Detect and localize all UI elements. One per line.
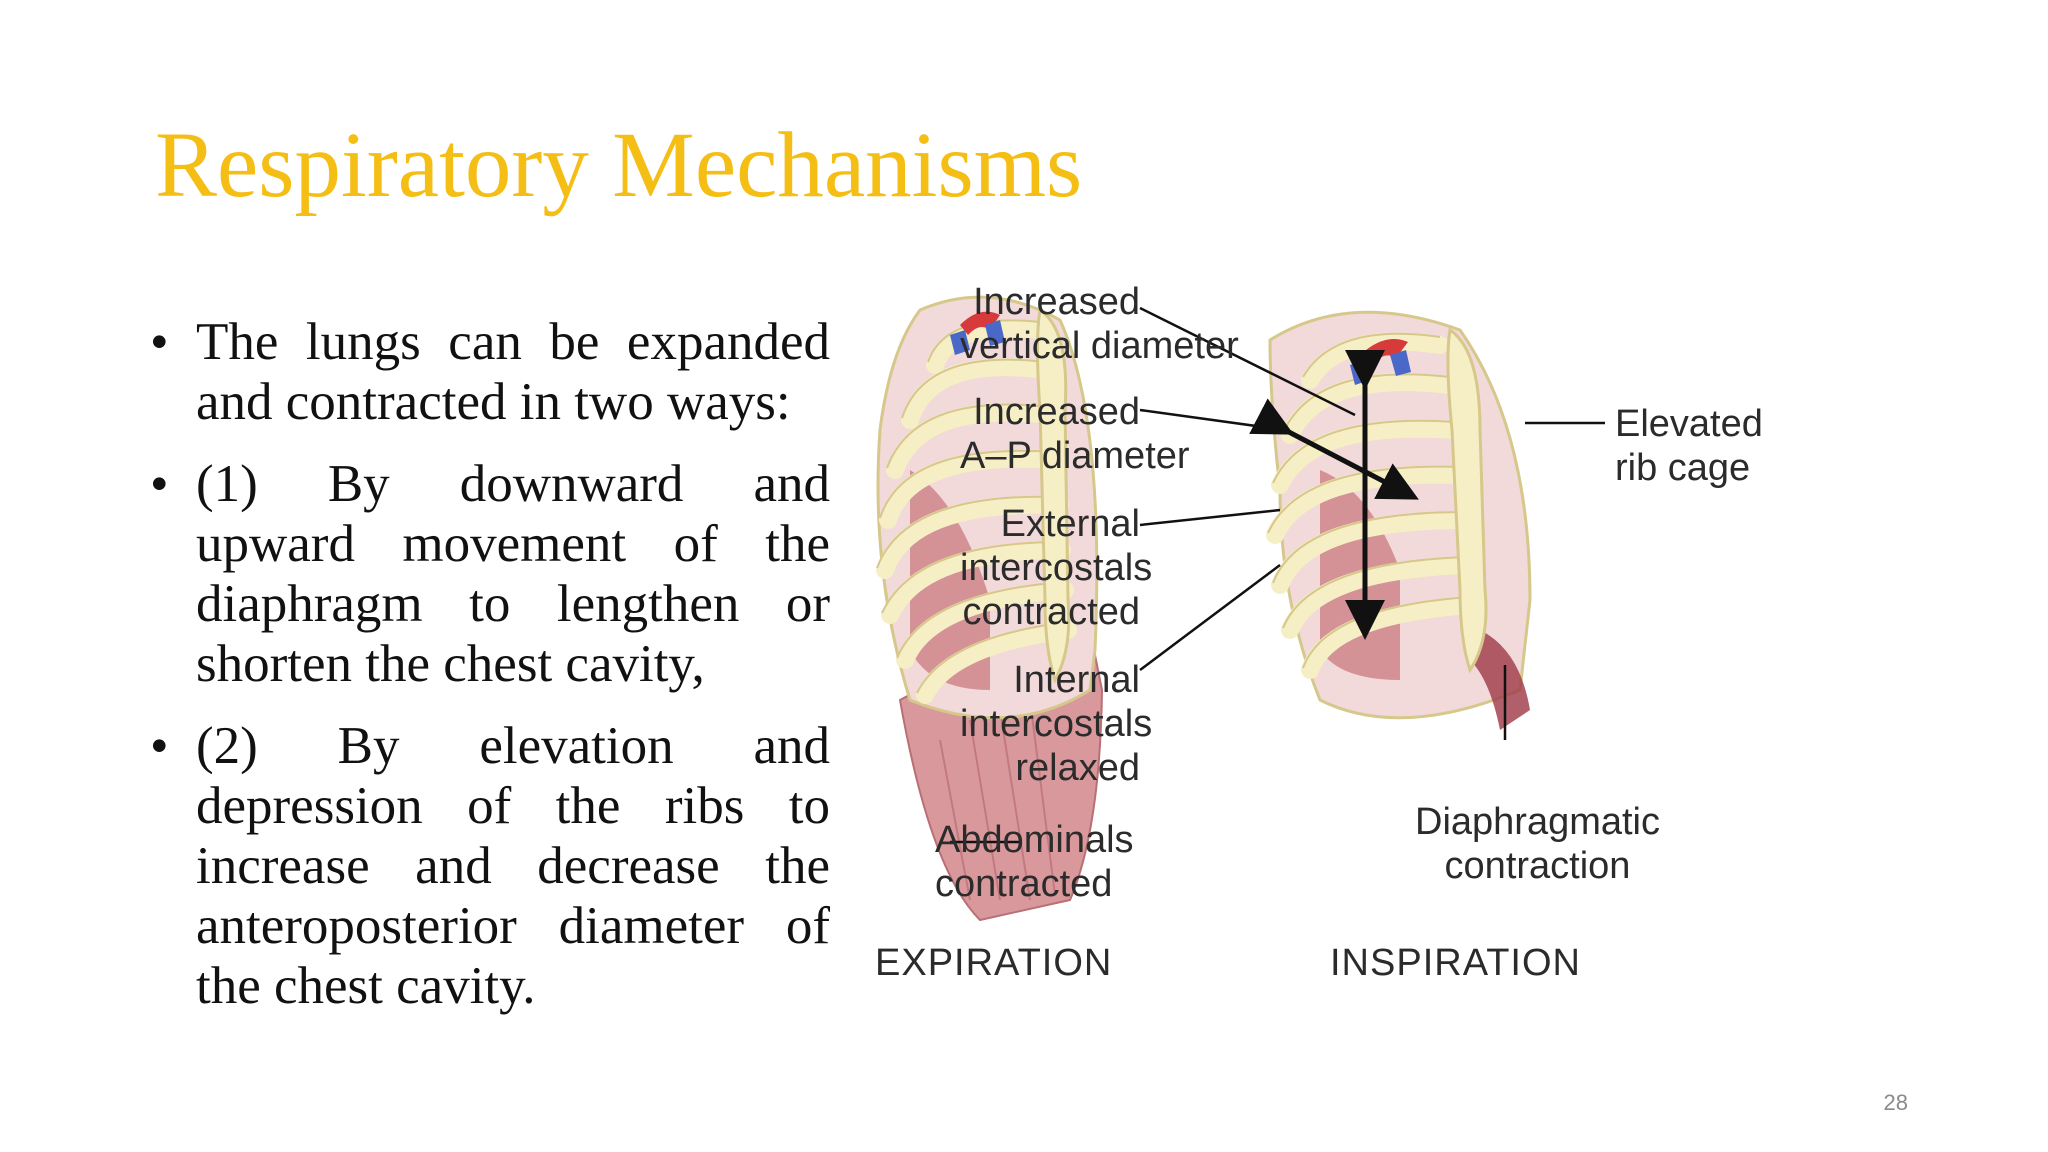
bullet-glyph: • bbox=[150, 717, 169, 775]
label-line: contracted bbox=[962, 591, 1140, 633]
expiration-ribcage bbox=[876, 295, 1104, 922]
label-external-intercostals: External intercostals contracted bbox=[960, 502, 1153, 634]
bullet-list: • The lungs can be expanded and contracte… bbox=[150, 312, 830, 1038]
diaphragm-muscle bbox=[1470, 630, 1530, 730]
bullet-item: • (2) By elevation and depression of the … bbox=[150, 716, 830, 1016]
rib-cage-figure: Increased vertical diameter Increased A–… bbox=[840, 270, 2020, 1010]
inspiration-ribcage bbox=[1266, 310, 1532, 730]
label-line: Internal bbox=[1013, 659, 1140, 701]
label-abdominals-contracted: Abdominals contracted bbox=[935, 818, 1134, 906]
label-line: Elevated bbox=[1615, 403, 1763, 445]
inspiration-vein bbox=[1390, 350, 1411, 376]
caption-expiration: EXPIRATION bbox=[875, 942, 1113, 984]
label-line: Increased bbox=[973, 281, 1140, 323]
label-line: intercostals bbox=[960, 703, 1153, 745]
label-line: Abdominals bbox=[935, 819, 1134, 861]
label-line: contraction bbox=[1444, 845, 1631, 887]
label-elevated-rib-cage: Elevated rib cage bbox=[1615, 402, 1763, 490]
bullet-text: (1) By downward and upward movement of t… bbox=[196, 455, 830, 693]
bullet-item: • (1) By downward and upward movement of … bbox=[150, 454, 830, 694]
label-diaphragmatic-contraction: Diaphragmatic contraction bbox=[1415, 800, 1660, 888]
label-internal-intercostals: Internal intercostals relaxed bbox=[960, 658, 1153, 790]
label-line: relaxed bbox=[1015, 747, 1140, 789]
label-line: vertical diameter bbox=[960, 325, 1239, 367]
label-increased-vertical-diameter: Increased vertical diameter bbox=[960, 280, 1239, 368]
expiration-sternum bbox=[1036, 307, 1071, 684]
label-line: External bbox=[1000, 503, 1140, 545]
ap-diameter-arrow bbox=[1249, 398, 1419, 500]
label-line: intercostals bbox=[960, 547, 1153, 589]
diagram-arrows bbox=[1249, 350, 1419, 640]
bullet-text: (2) By elevation and depression of the r… bbox=[196, 717, 830, 1015]
expiration-rib-outlines bbox=[876, 319, 1069, 694]
label-line: contracted bbox=[935, 863, 1113, 905]
slide-title: Respiratory Mechanisms bbox=[155, 114, 1083, 217]
bullet-text: The lungs can be expanded and contracted… bbox=[196, 313, 830, 431]
abdominal-fibers bbox=[939, 699, 1056, 901]
label-line: rib cage bbox=[1615, 447, 1751, 489]
caption-inspiration: INSPIRATION bbox=[1330, 942, 1581, 984]
label-line: Diaphragmatic bbox=[1415, 801, 1660, 843]
rib-cage-illustration bbox=[876, 295, 1605, 922]
label-line: A–P diameter bbox=[960, 435, 1190, 477]
label-line: Increased bbox=[973, 391, 1140, 433]
label-increased-ap-diameter: Increased A–P diameter bbox=[960, 390, 1190, 478]
page-number: 28 bbox=[1883, 1090, 1908, 1115]
bullet-glyph: • bbox=[150, 455, 169, 513]
bullet-glyph: • bbox=[150, 313, 169, 371]
expiration-vein bbox=[985, 320, 1005, 346]
expiration-vein bbox=[950, 330, 970, 355]
inspiration-sternum bbox=[1446, 327, 1488, 674]
bullet-item: • The lungs can be expanded and contracte… bbox=[150, 312, 830, 432]
leader-lines bbox=[950, 306, 1605, 844]
